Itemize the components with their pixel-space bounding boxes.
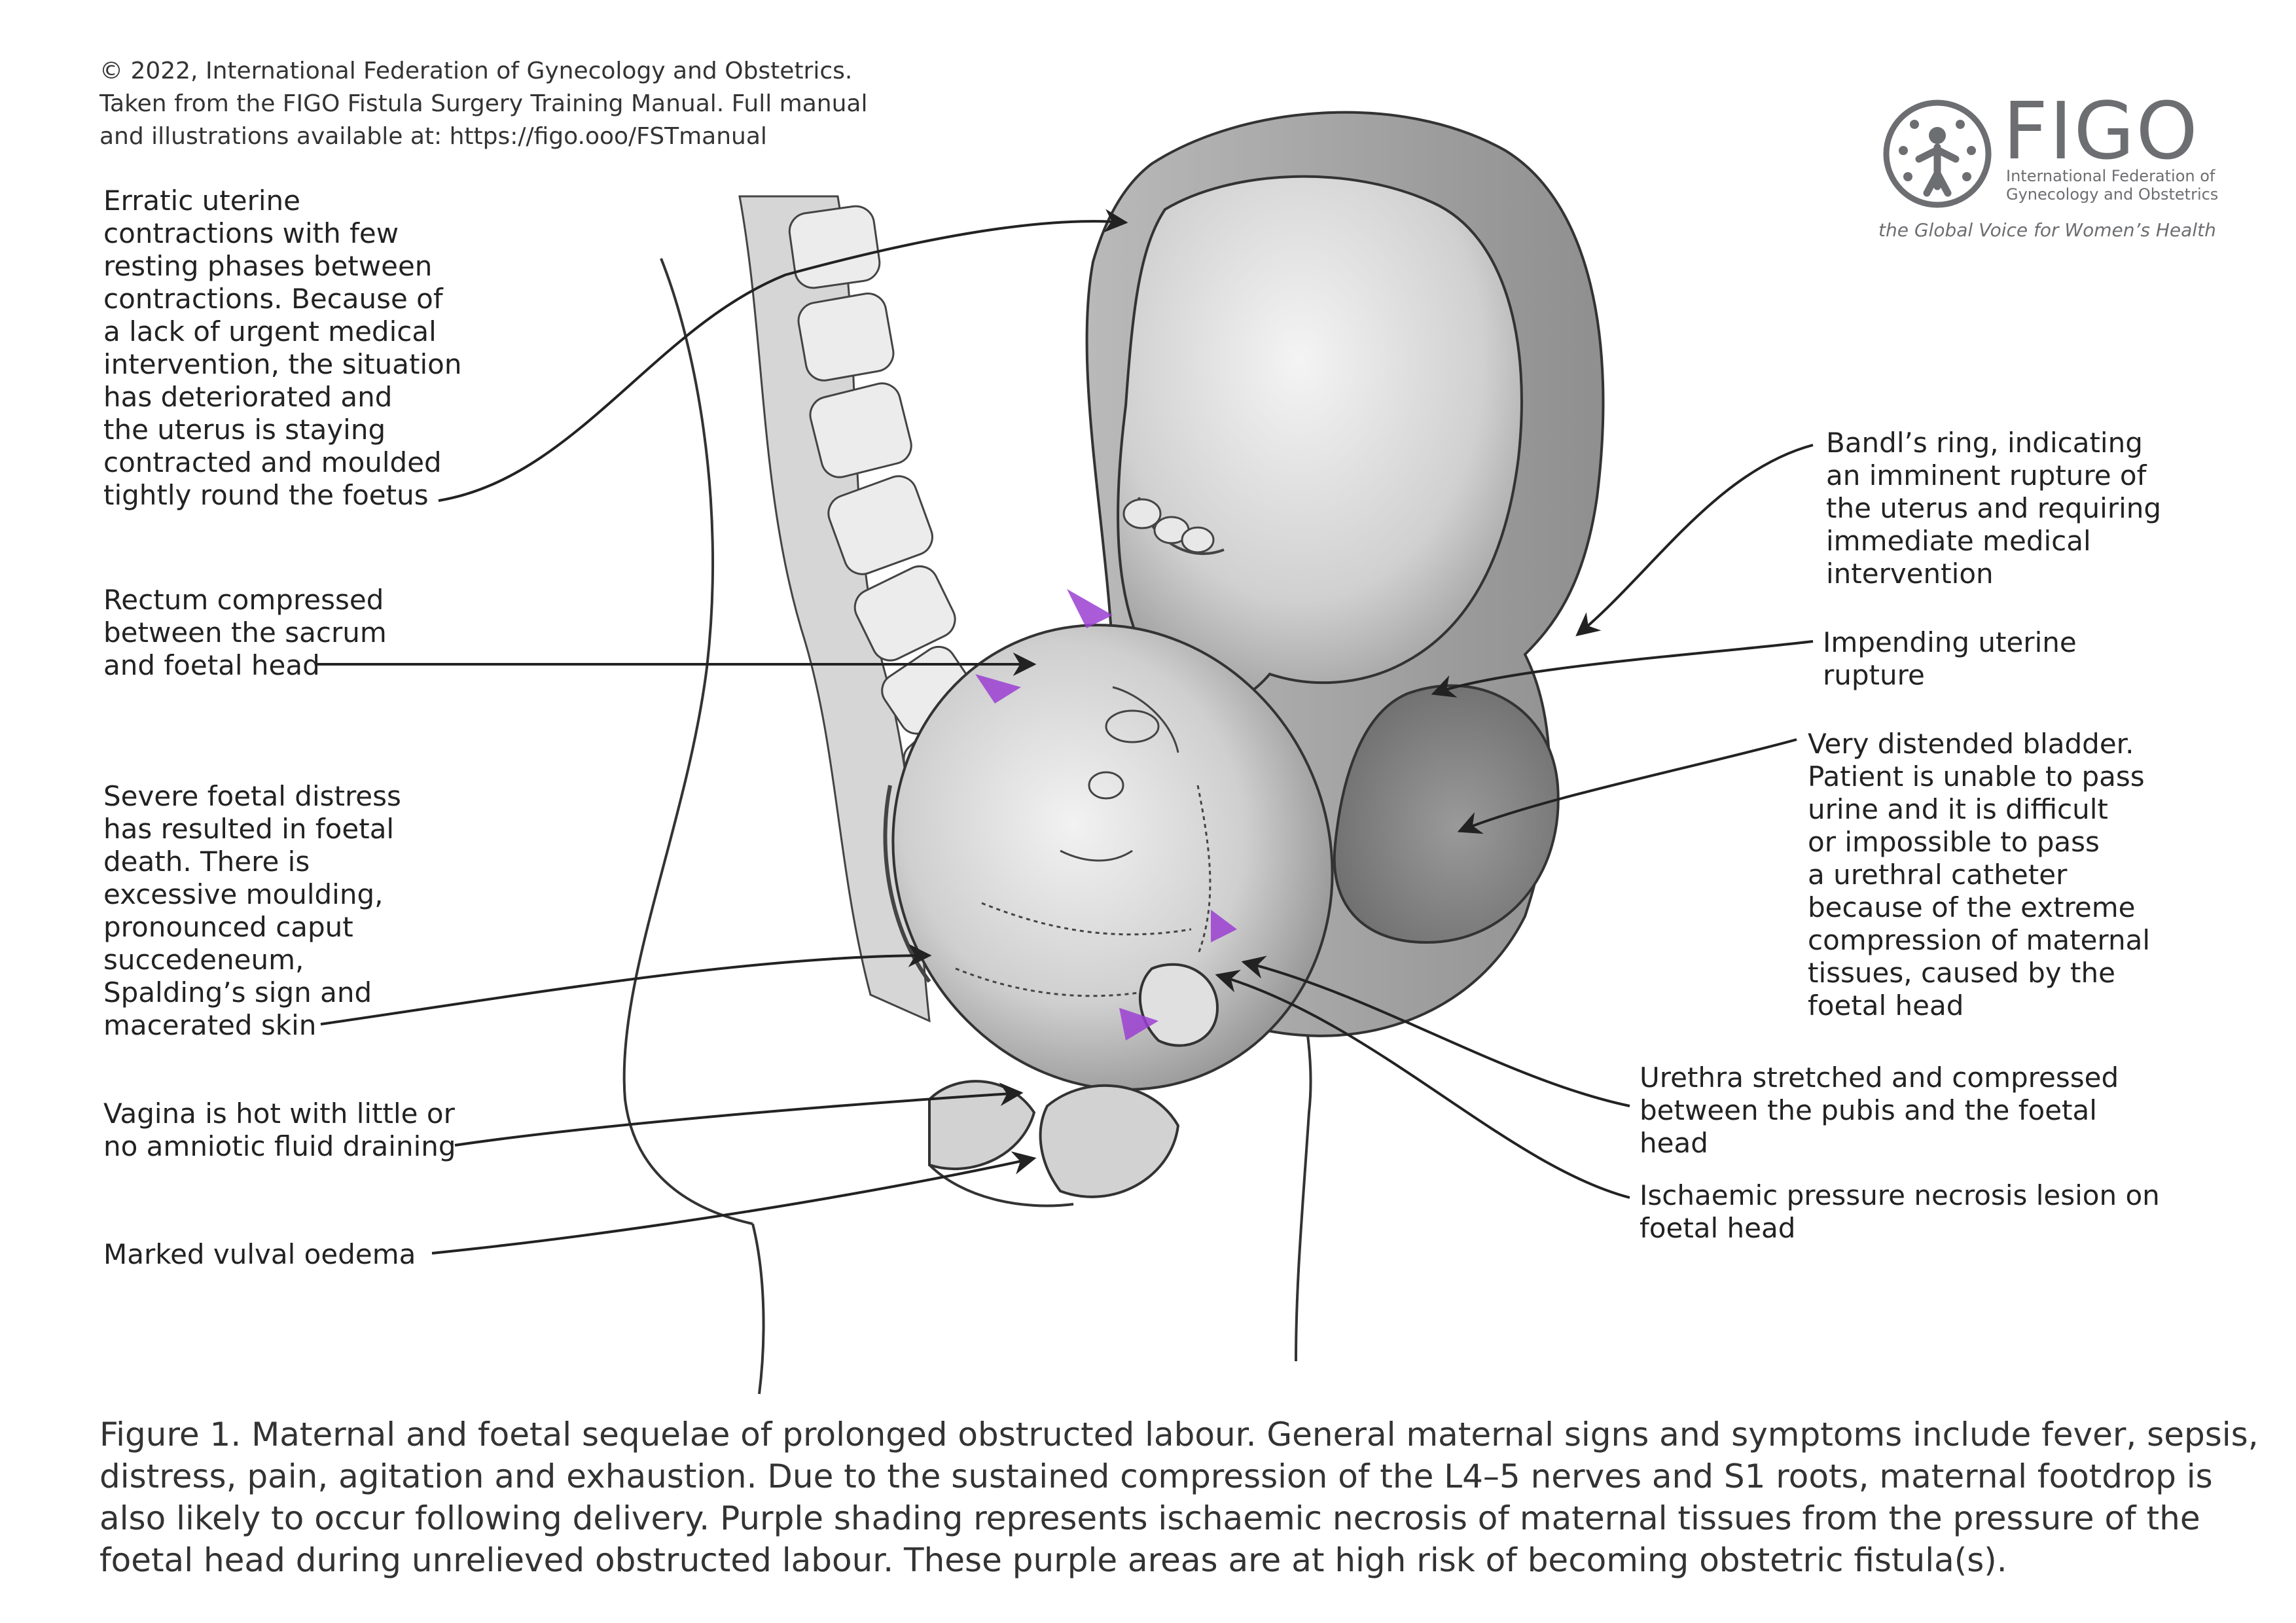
leader-contractions: [438, 209, 1128, 502]
copyright-line: © 2022, International Federation of Gyne…: [99, 58, 853, 84]
leader-bandl: [1575, 444, 1814, 637]
figo-emblem-icon: [1883, 99, 1992, 208]
label-line: Vagina is hot with little or: [103, 1097, 455, 1130]
label-line: Marked vulval oedema: [103, 1238, 416, 1270]
caption-line: Figure 1. Maternal and foetal sequelae o…: [99, 1416, 2259, 1454]
label-uterine-rupture: Impending uterine rupture: [1823, 626, 2077, 692]
label-line: has deteriorated and: [103, 381, 393, 413]
label-line: Rectum compressed: [103, 584, 384, 616]
figo-subtitle-line: International Federation of: [2006, 167, 2215, 185]
label-line: contractions with few: [103, 217, 399, 249]
label-line: an imminent rupture of: [1826, 459, 2147, 491]
label-line: rupture: [1823, 659, 1925, 691]
leader-vulva: [431, 1151, 1037, 1255]
label-line: compression of maternal: [1808, 924, 2150, 956]
label-foetal-distress: Severe foetal distress has resulted in f…: [103, 780, 401, 1042]
label-line: foetal head: [1640, 1212, 1796, 1244]
label-line: or impossible to pass: [1808, 826, 2100, 858]
label-line: resting phases between: [103, 250, 433, 282]
label-line: has resulted in foetal: [103, 813, 395, 845]
label-line: head: [1640, 1127, 1708, 1159]
label-line: tightly round the foetus: [103, 479, 429, 511]
figo-subtitle: International Federation of Gynecology a…: [2006, 167, 2218, 204]
label-bandls-ring: Bandl’s ring, indicating an imminent rup…: [1826, 427, 2161, 590]
label-line: excessive moulding,: [103, 878, 384, 910]
leader-bladder: [1457, 738, 1797, 834]
label-line: Spalding’s sign and: [103, 976, 372, 1008]
foetal-face: [955, 686, 1211, 997]
label-line: Severe foetal distress: [103, 780, 401, 812]
label-line: contracted and moulded: [103, 446, 442, 478]
label-line: contractions. Because of: [103, 283, 443, 315]
vulva: [928, 1080, 1180, 1207]
label-line: succedeneum,: [103, 944, 304, 976]
label-line: Bandl’s ring, indicating: [1826, 427, 2143, 459]
leader-urethra: [1241, 955, 1630, 1107]
caption-line: foetal head during unrelieved obstructed…: [99, 1541, 2007, 1579]
figure-caption: Figure 1. Maternal and foetal sequelae o…: [99, 1414, 2259, 1581]
leader-distress: [320, 944, 932, 1026]
leader-lines: [317, 209, 1814, 1255]
label-line: intervention: [1826, 558, 1994, 590]
label-vulval-oedema: Marked vulval oedema: [103, 1238, 416, 1271]
label-line: a lack of urgent medical: [103, 315, 437, 348]
label-line: Erratic uterine: [103, 185, 300, 217]
label-line: macerated skin: [103, 1009, 317, 1041]
label-line: and foetal head: [103, 649, 320, 681]
leader-rupture: [1431, 640, 1814, 698]
foetal-body: [1117, 175, 1523, 705]
label-line: death. There is: [103, 846, 310, 878]
label-line: no amniotic fluid draining: [103, 1130, 456, 1162]
foetal-foot: [1122, 498, 1215, 554]
label-line: because of the extreme: [1808, 891, 2136, 923]
label-line: Urethra stretched and compressed: [1640, 1061, 2119, 1094]
label-line: between the pubis and the foetal: [1640, 1094, 2097, 1126]
figo-wordmark: FIGO: [2003, 86, 2199, 177]
label-line: the uterus is staying: [103, 414, 386, 446]
ischaemic-necrosis-areas: [975, 589, 1237, 1041]
label-contractions: Erratic uterine contractions with few re…: [103, 185, 461, 512]
leader-vagina: [454, 1082, 1024, 1147]
figo-tagline: the Global Voice for Women’s Health: [1878, 219, 2216, 241]
copyright-line: Taken from the FIGO Fistula Surgery Trai…: [99, 90, 868, 117]
label-line: Patient is unable to pass: [1808, 760, 2145, 793]
figo-logo: FIGO International Federation of Gynecol…: [1878, 90, 2219, 245]
copyright-notice: © 2022, International Federation of Gyne…: [99, 55, 950, 153]
label-line: a urethral catheter: [1808, 859, 2068, 891]
label-line: foetal head: [1808, 990, 1964, 1022]
label-line: between the sacrum: [103, 616, 387, 649]
label-line: Impending uterine: [1823, 626, 2077, 658]
label-necrosis-lesion: Ischaemic pressure necrosis lesion on fo…: [1640, 1179, 2160, 1245]
label-line: the uterus and requiring: [1826, 492, 2162, 524]
label-line: pronounced caput: [103, 911, 353, 943]
caption-line: distress, pain, agitation and exhaustion…: [99, 1457, 2213, 1495]
label-vagina: Vagina is hot with little or no amniotic…: [103, 1097, 456, 1163]
label-line: intervention, the situation: [103, 348, 462, 380]
label-line: immediate medical: [1826, 525, 2091, 557]
label-line: Very distended bladder.: [1808, 728, 2134, 760]
label-urethra: Urethra stretched and compressed between…: [1640, 1061, 2119, 1160]
leader-lesion: [1215, 969, 1630, 1199]
label-rectum: Rectum compressed between the sacrum and…: [103, 584, 387, 682]
label-line: Ischaemic pressure necrosis lesion on: [1640, 1179, 2160, 1211]
label-distended-bladder: Very distended bladder. Patient is unabl…: [1808, 728, 2150, 1022]
distended-bladder: [1333, 684, 1560, 944]
figo-subtitle-line: Gynecology and Obstetrics: [2006, 185, 2219, 204]
label-line: tissues, caused by the: [1808, 957, 2115, 989]
pubis: [1138, 963, 1219, 1047]
caption-line: also likely to occur following delivery.…: [99, 1499, 2200, 1537]
label-line: urine and it is difficult: [1808, 793, 2108, 825]
copyright-line: and illustrations available at: https://…: [99, 123, 767, 150]
